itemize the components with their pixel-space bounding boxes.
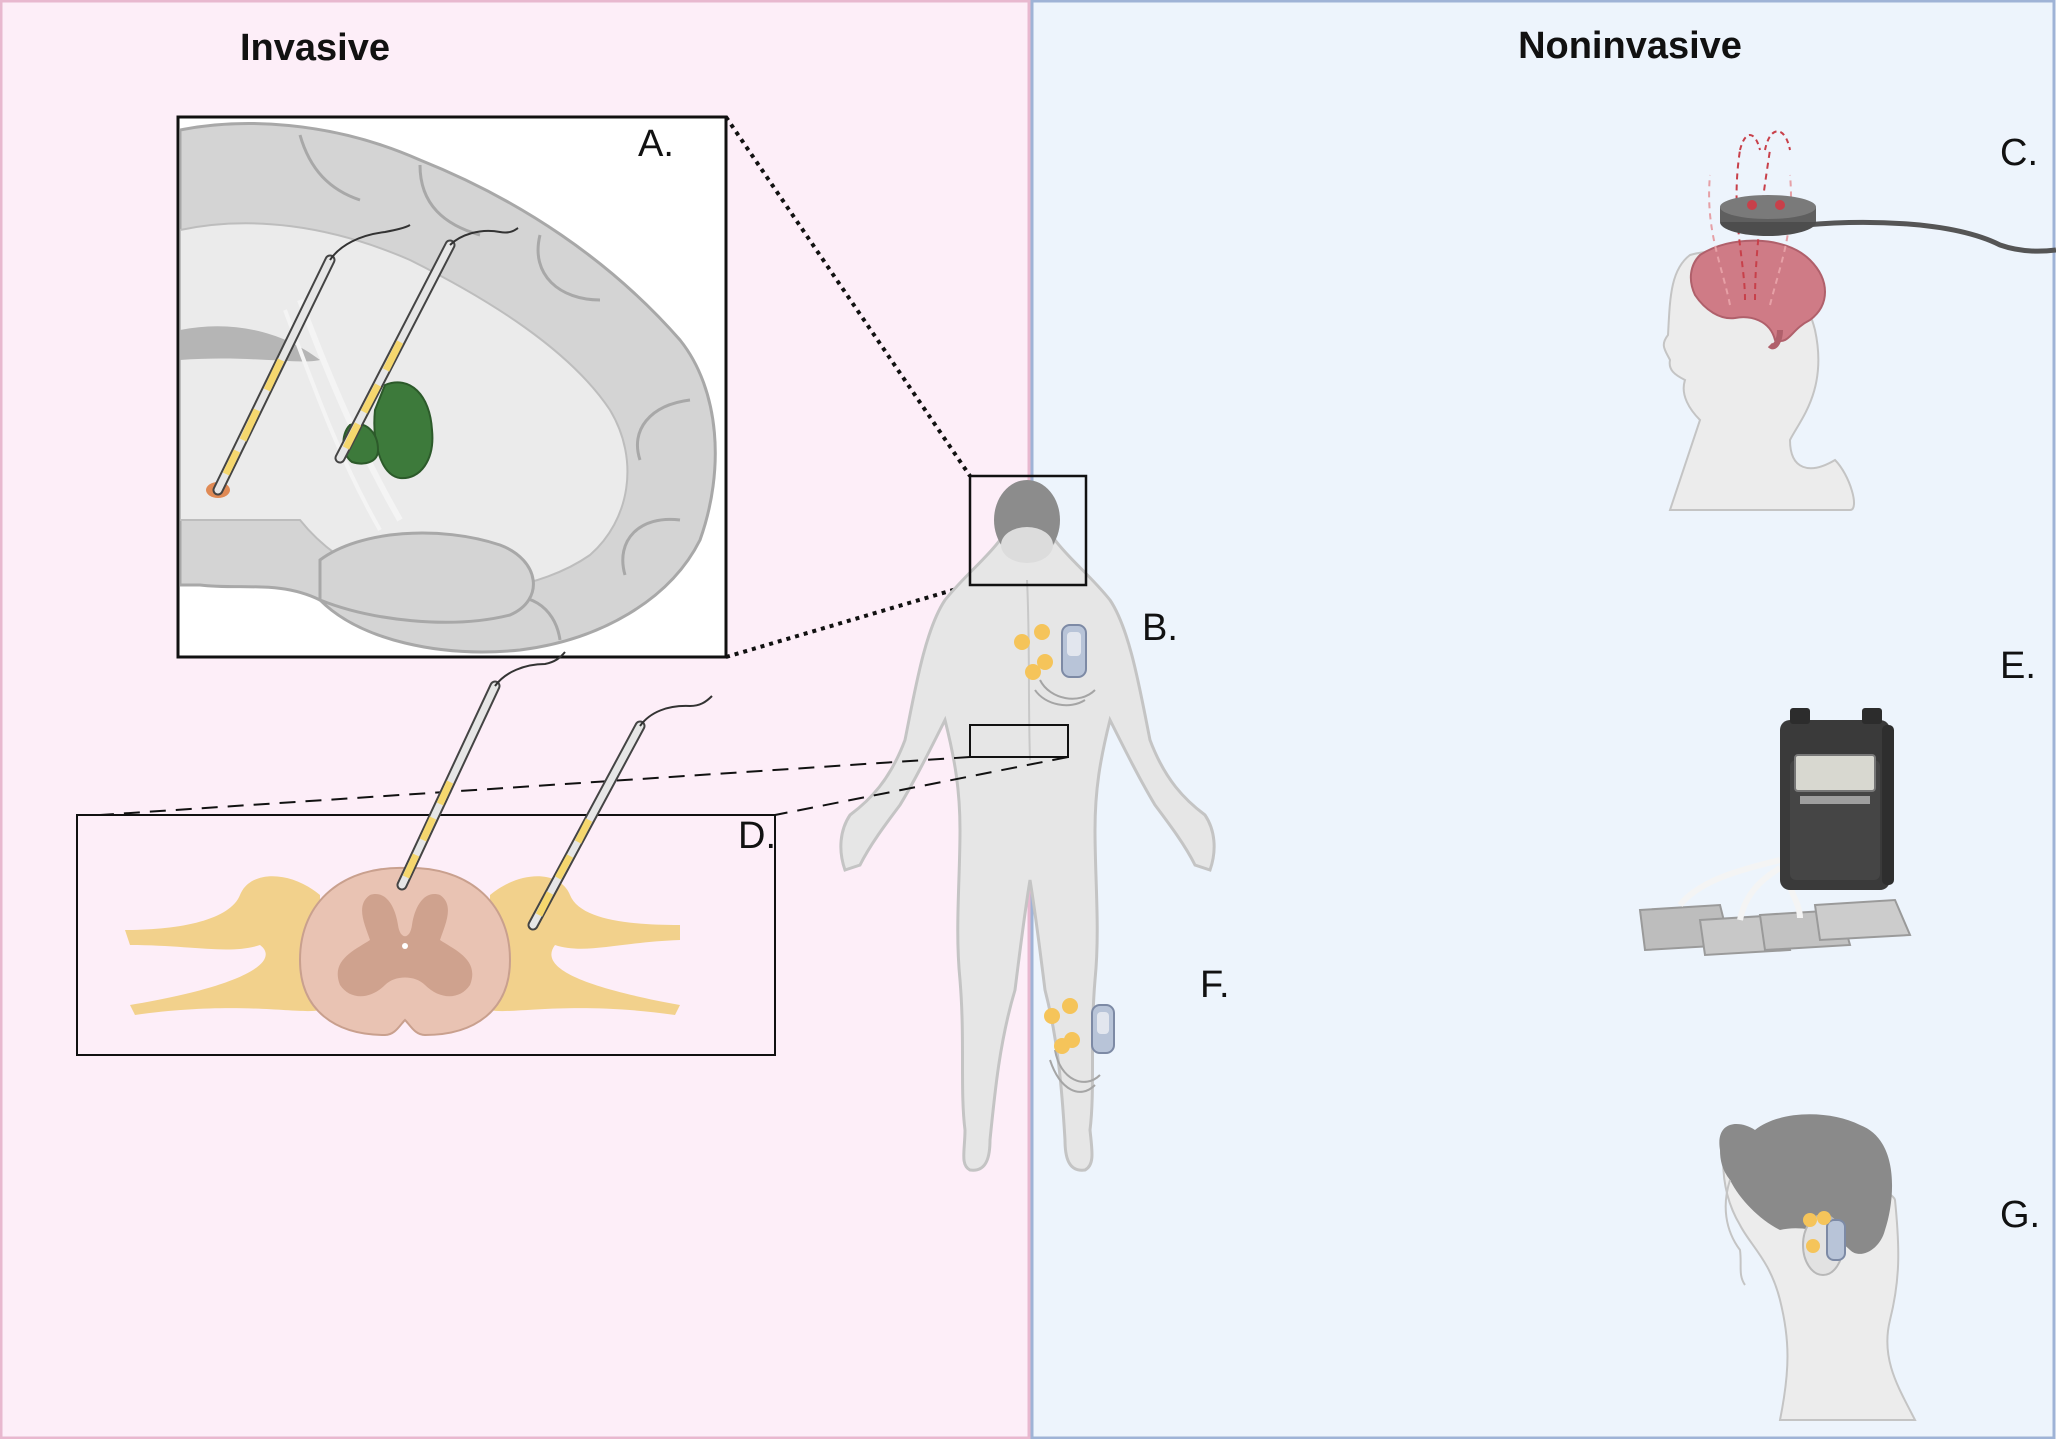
tms-cable <box>1804 219 2056 254</box>
temporal-lobe <box>318 531 535 624</box>
label-e: E. <box>2000 645 2036 687</box>
dbs-lead-2 <box>334 227 519 464</box>
electrode-pad <box>1034 624 1050 640</box>
leg-stimulator <box>1044 998 1115 1093</box>
electrode-contact <box>574 818 593 844</box>
tens-display <box>1794 754 1876 792</box>
zoom-line <box>725 583 971 659</box>
tms-field-line <box>1708 174 1731 306</box>
label-d: D. <box>738 815 776 857</box>
dbs-lead-1 <box>212 224 411 496</box>
invasive-heading: Invasive <box>240 27 390 69</box>
electrode-pad <box>1054 1038 1070 1054</box>
electrode-contact <box>554 854 574 880</box>
electrode-pad <box>1037 654 1053 670</box>
noninvasive-heading: Noninvasive <box>1518 25 1742 67</box>
tens-lead-wire <box>1737 865 1782 921</box>
electrode-contact <box>436 780 454 806</box>
tens-lead-wire <box>1677 857 1781 907</box>
implanted-pulse-generator <box>1826 1219 1846 1261</box>
brain-inset-frame <box>176 115 728 659</box>
label-c: C. <box>2000 132 2038 174</box>
electrode-pad <box>1062 998 1078 1014</box>
electrode-contact <box>342 422 362 450</box>
electrode-pad <box>1806 1239 1820 1253</box>
hair <box>1719 1114 1893 1254</box>
brain-sulcus <box>298 134 361 202</box>
electrode-contact <box>382 340 404 372</box>
lead-wire <box>494 651 566 687</box>
body-outline <box>839 537 1216 1172</box>
central-canal <box>402 943 408 949</box>
nerve-root-left <box>125 876 320 1015</box>
upper-back-stimulator <box>1014 624 1096 707</box>
tens-unit-illustration <box>1638 708 1912 957</box>
label-f: F. <box>1200 964 1230 1006</box>
tms-field-line <box>1754 149 1771 301</box>
electrode-contact <box>222 449 241 476</box>
face-profile <box>1724 1179 1746 1286</box>
lead-wire <box>329 224 411 261</box>
tens-pad <box>1813 898 1912 942</box>
brain-sulcus <box>418 164 481 237</box>
head-zoom-box <box>968 474 1088 587</box>
zoom-line <box>99 756 971 816</box>
electrode-pad <box>1044 1008 1060 1024</box>
brain-sulcus <box>621 517 681 576</box>
electrode-contact <box>263 358 285 392</box>
label-b: B. <box>1142 607 1178 649</box>
lumbar-zoom-box <box>969 724 1069 758</box>
electrode-contact <box>360 383 382 414</box>
label-g: G. <box>2000 1194 2040 1236</box>
brain-sulcus <box>536 234 601 302</box>
electrode-contact <box>419 816 437 842</box>
spinal-cord-inset <box>76 651 776 1056</box>
ear-stimulation-illustration <box>1719 1114 1917 1421</box>
spinal-lead-1 <box>396 651 566 891</box>
human-body-back-view <box>839 480 1216 1172</box>
electrode-pad <box>1817 1211 1831 1225</box>
head-lower <box>1001 527 1053 563</box>
brain-tms <box>1689 239 1826 342</box>
label-a: A. <box>638 123 674 165</box>
tms-field-line <box>1769 174 1792 306</box>
tms-head-illustration <box>1662 130 2056 511</box>
zoom-line <box>774 756 1069 816</box>
brain-dbs-inset <box>176 115 728 659</box>
internal-capsule <box>297 298 403 522</box>
electrode-pad <box>1803 1213 1817 1227</box>
noninvasive-panel <box>1030 0 2056 1439</box>
spinal-lead-2 <box>527 695 713 931</box>
brain-sulcus <box>635 398 691 461</box>
tms-field-line <box>1735 149 1746 301</box>
electrode-contact <box>239 408 261 442</box>
lead-wire <box>639 695 713 727</box>
electrode-contact <box>402 853 420 879</box>
tms-field-arc <box>1739 134 1761 151</box>
lead-wire <box>449 227 519 246</box>
electrode-contact <box>535 891 554 917</box>
electrode-pad <box>1014 634 1030 650</box>
electrode-pad <box>1025 664 1041 680</box>
zoom-line <box>724 115 972 478</box>
